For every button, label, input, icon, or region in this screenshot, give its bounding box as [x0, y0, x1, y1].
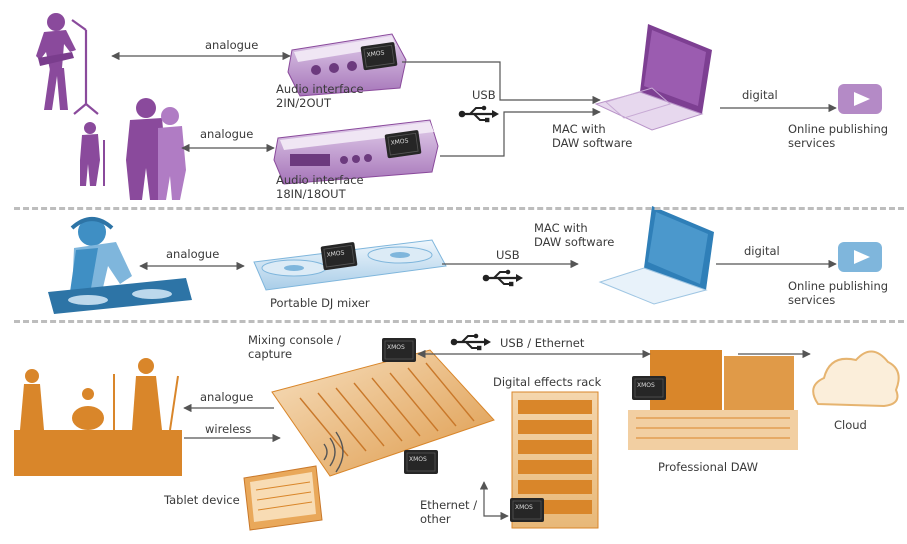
digital-effects-rack: [509, 391, 599, 529]
wireless-icon: [323, 431, 344, 473]
label-online-publishing-row2: Online publishing services: [788, 279, 889, 307]
label-cloud: Cloud: [834, 418, 867, 432]
label-online-publishing-row1: Online publishing services: [788, 122, 889, 150]
band-silhouette-icon: [14, 358, 182, 476]
label-professional-daw: Professional DAW: [658, 460, 759, 474]
duo-singers-silhouette-icon: [80, 98, 186, 200]
portable-dj-mixer: [253, 239, 447, 291]
label-analogue-row3: analogue: [200, 390, 254, 404]
video-play-icon: [838, 84, 882, 114]
label-analogue-row1-bottom: analogue: [200, 127, 254, 141]
label-mixing-console: Mixing console / capture: [248, 333, 341, 361]
audio-interface-18in-18out: [273, 119, 439, 185]
label-digital-row2: digital: [744, 244, 780, 258]
label-digital-effects-rack: Digital effects rack: [493, 375, 602, 389]
usb-icon: [481, 268, 525, 288]
label-analogue-row2: analogue: [166, 247, 220, 261]
label-analogue-row1-top: analogue: [205, 38, 259, 52]
section-divider-1: [14, 207, 904, 210]
row2-connectors: [139, 259, 837, 271]
professional-daw: [628, 350, 798, 450]
tablet-icon: [243, 465, 323, 531]
mic-stand-icon: [71, 19, 99, 115]
label-ethernet-other: Ethernet / other: [420, 498, 478, 526]
label-usb-row2: USB: [496, 248, 520, 262]
label-mac-daw-row1: MAC with DAW software: [552, 122, 633, 150]
video-play-icon: [838, 242, 882, 272]
label-mac-daw-row2: MAC with DAW software: [534, 221, 615, 249]
laptop-icon: [594, 24, 712, 131]
row3-connectors: [183, 349, 811, 521]
cloud-icon: [812, 350, 900, 408]
label-wireless: wireless: [205, 422, 252, 436]
audio-interface-2in-2out: [287, 33, 407, 97]
mixing-console: [271, 337, 495, 477]
row1-connectors: [111, 51, 837, 157]
label-tablet-device: Tablet device: [164, 493, 240, 507]
singer-silhouette-icon: [36, 13, 76, 110]
label-usb-ethernet: USB / Ethernet: [500, 336, 585, 350]
dj-silhouette-icon: [48, 217, 192, 314]
laptop-icon: [598, 206, 714, 305]
label-usb-row1: USB: [472, 88, 496, 102]
label-audio-interface-18in-18out: Audio interface 18IN/18OUT: [276, 173, 364, 201]
usb-icon: [449, 332, 493, 352]
label-digital-row1: digital: [742, 88, 778, 102]
label-portable-dj-mixer: Portable DJ mixer: [270, 296, 370, 310]
section-divider-2: [14, 320, 904, 323]
usb-icon: [457, 104, 501, 124]
label-audio-interface-2in-2out: Audio interface 2IN/2OUT: [276, 82, 364, 110]
